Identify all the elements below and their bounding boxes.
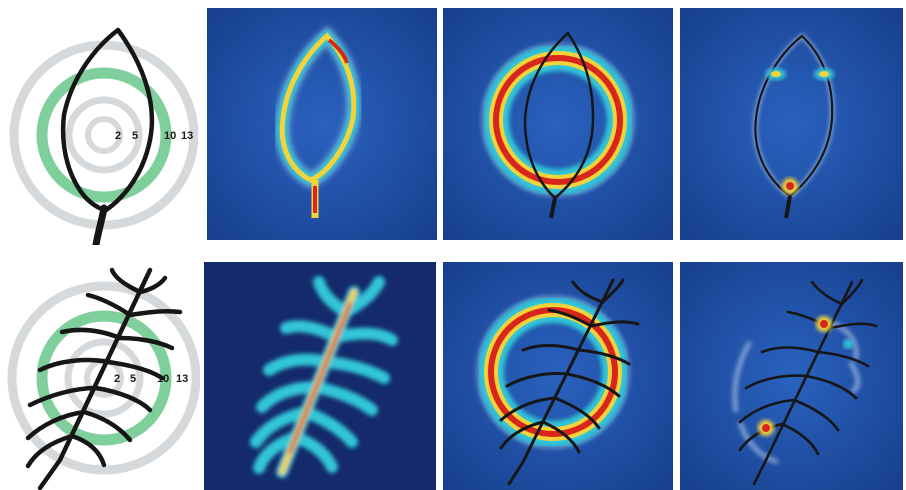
row2-ring-heatmap bbox=[443, 262, 673, 490]
ring-label-2: 2 bbox=[114, 373, 120, 385]
row1-target-rings-panel: 2 5 10 13 bbox=[0, 20, 200, 245]
ring-label-13: 13 bbox=[176, 373, 188, 385]
row2-fern-heatmap bbox=[204, 262, 436, 490]
ring-label-10: 10 bbox=[164, 130, 176, 142]
fern-leaf-icon: 2 5 10 13 bbox=[0, 260, 200, 490]
row1-ring-heatmap bbox=[443, 8, 673, 240]
row1-sparse-heatmap bbox=[680, 8, 903, 240]
simple-leaf-icon: 2 5 10 13 bbox=[0, 20, 200, 245]
row1-leaf-heatmap bbox=[207, 8, 437, 240]
row2-sparse-heatmap bbox=[680, 262, 903, 490]
ring-label-13: 13 bbox=[181, 130, 193, 142]
ring-label-5: 5 bbox=[132, 130, 138, 142]
ring-label-5: 5 bbox=[130, 373, 136, 385]
row2-target-rings-panel: 2 5 10 13 bbox=[0, 260, 200, 490]
ring-label-2: 2 bbox=[115, 130, 121, 142]
